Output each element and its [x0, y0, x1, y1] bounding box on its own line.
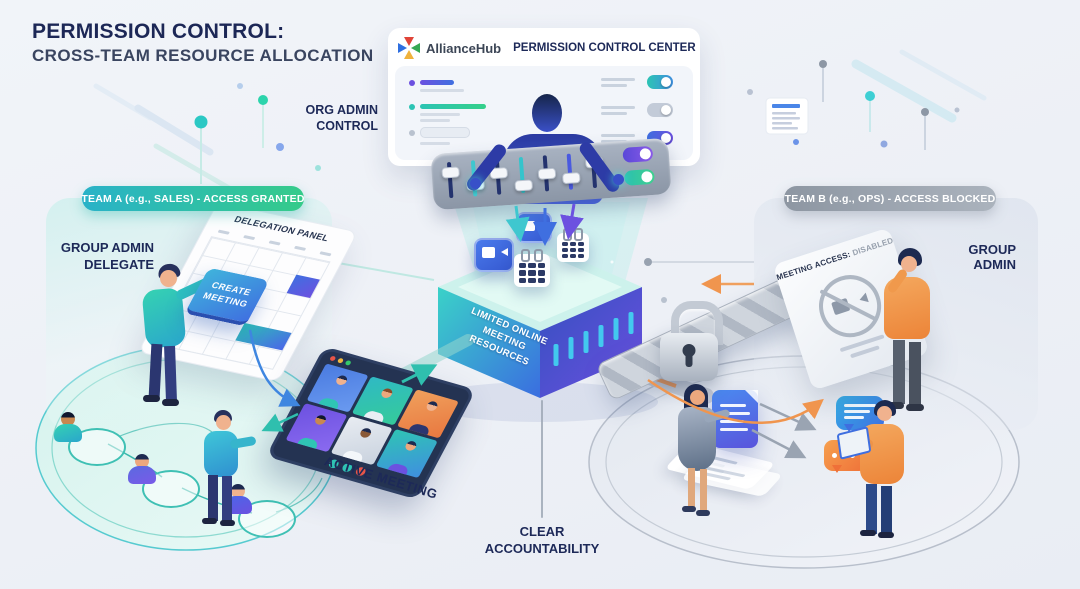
list-bullet — [409, 80, 415, 86]
no-video-icon — [811, 267, 890, 346]
auditor-leg — [700, 469, 707, 511]
permission-row-line — [420, 119, 450, 122]
delegate-shoe — [143, 395, 160, 402]
page-title: PERMISSION CONTROL: — [32, 20, 285, 43]
tablet-man-leg — [881, 486, 892, 536]
padlock-icon — [660, 333, 718, 381]
permission-row-line — [420, 89, 464, 92]
slider-knob[interactable] — [537, 167, 557, 180]
member-leg — [222, 476, 232, 522]
admin-b-leg — [893, 340, 905, 404]
permission-row-bar — [420, 80, 454, 85]
permission-row-line — [420, 113, 460, 116]
tablet-man-shoe — [860, 530, 876, 536]
group-admin-label: GROUP ADMIN — [968, 242, 1016, 272]
admin-b-leg — [909, 342, 921, 406]
mixer-toggle-purple[interactable] — [622, 145, 654, 163]
toggle-row-line — [601, 106, 635, 109]
calendar-cell-highlight[interactable] — [286, 274, 320, 298]
team-a-badge: TEAM A (e.g., SALES) - ACCESS GRANTED — [81, 186, 304, 211]
tablet-man-leg — [866, 484, 877, 534]
document-card-icon — [765, 97, 809, 135]
calendar-icon — [514, 249, 550, 287]
permission-toggle-off[interactable] — [647, 103, 673, 117]
mixer-toggle-teal[interactable] — [623, 168, 655, 186]
team-b-badge: TEAM B (e.g., OPS) - ACCESS BLOCKED — [784, 186, 996, 211]
calendar-cell-highlight[interactable] — [235, 322, 292, 351]
list-bullet — [409, 130, 415, 136]
delegate-leg — [164, 345, 177, 401]
org-admin-head — [532, 94, 562, 132]
brand-name: AllianceHub — [426, 40, 502, 56]
slider-knob[interactable] — [561, 171, 581, 185]
toggle-row-line — [601, 78, 635, 81]
slider-knob[interactable] — [441, 166, 461, 179]
member-shoe — [220, 520, 235, 526]
org-admin-hand — [613, 174, 624, 185]
tablet-man-head — [877, 406, 892, 421]
auditor-shoe — [696, 510, 710, 516]
tablet-man-shoe — [878, 532, 894, 538]
permission-row-pill — [420, 127, 470, 138]
admin-b-shoe — [906, 404, 924, 411]
window-zoom-icon[interactable] — [344, 359, 352, 366]
admin-b-head — [901, 256, 917, 272]
member-leg — [208, 475, 218, 521]
window-minimize-icon[interactable] — [336, 357, 345, 364]
toggle-row-line — [601, 112, 627, 115]
org-admin-hand — [470, 178, 481, 189]
toggle-row-line — [601, 134, 635, 137]
slider-knob[interactable] — [514, 179, 534, 192]
delegate-shoe — [162, 399, 179, 406]
permission-row-line — [420, 142, 450, 145]
control-center-header: AllianceHub PERMISSION CONTROL CENTER — [398, 36, 696, 60]
video-camera-icon — [474, 238, 514, 272]
padlock-shackle — [671, 301, 723, 345]
toggle-row-line — [601, 84, 627, 87]
list-bullet — [409, 104, 415, 110]
control-center-title: PERMISSION CONTROL CENTER — [513, 42, 696, 54]
member-head — [216, 415, 231, 430]
calendar-icon — [557, 228, 589, 262]
decorative-streaks-right — [747, 49, 987, 150]
video-camera-icon — [516, 212, 552, 243]
permission-toggle-on[interactable] — [647, 75, 673, 89]
panel-connectors — [330, 258, 754, 303]
permission-row-bar — [420, 104, 486, 109]
alliancehub-logo-icon — [398, 37, 420, 59]
member-torso — [204, 431, 238, 477]
window-close-icon[interactable] — [329, 355, 337, 362]
page-subtitle: CROSS-TEAM RESOURCE ALLOCATION — [32, 46, 374, 65]
delegate-head — [160, 270, 177, 287]
auditor-leg — [688, 468, 695, 508]
auditor-shoe — [682, 506, 696, 512]
member-shoe — [202, 518, 217, 524]
decorative-streaks-left — [93, 83, 321, 195]
accountability-divider-line — [541, 400, 543, 518]
auditor-head — [690, 390, 705, 405]
